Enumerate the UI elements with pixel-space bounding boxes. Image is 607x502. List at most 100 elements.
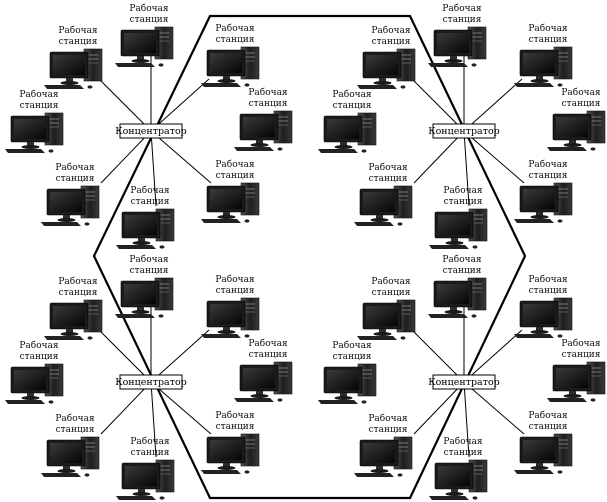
computer-workstation-icon [41, 436, 100, 477]
backbone-ring [92, 14, 527, 500]
hub-box [119, 374, 183, 390]
connection-line [463, 130, 470, 207]
workstation-label-line1: Рабочая [528, 410, 568, 421]
connection-line [150, 381, 212, 435]
workstation-label-line2: станция [216, 422, 255, 432]
computer-workstation-icon [429, 208, 488, 249]
workstation-label-line2: станция [216, 35, 255, 45]
workstation-label-line1: Рабочая [368, 162, 408, 173]
hub: Концентратор [428, 374, 500, 390]
hub-label: Концентратор [115, 126, 187, 137]
workstation-label-line1: Рабочая [130, 185, 170, 196]
hub-label: Концентратор [428, 377, 500, 388]
workstation-label-line2: станция [20, 101, 59, 111]
workstation-label-line1: Рабочая [528, 23, 568, 34]
workstation-label-line1: Рабочая [215, 274, 255, 285]
computer-workstation-icon [357, 48, 416, 89]
workstation-label-line2: станция [562, 99, 601, 109]
computer-workstation-icon [318, 363, 377, 404]
workstation-label-line1: Рабочая [371, 25, 411, 36]
connection-line [463, 78, 523, 132]
computer-workstation-icon [354, 185, 413, 226]
workstations: РабочаястанцияРабочаястанцияРабочаястанц… [5, 3, 606, 500]
computer-workstation-icon [41, 185, 100, 226]
workstation-label-line2: станция [131, 448, 170, 458]
workstation-label-line1: Рабочая [443, 185, 483, 196]
hub-label: Концентратор [115, 377, 187, 388]
hub-box [119, 123, 183, 139]
workstation-label-line2: станция [443, 266, 482, 276]
computer-workstation-icon [201, 433, 260, 474]
connection-line [150, 381, 157, 458]
workstation-label-line1: Рабочая [248, 87, 288, 98]
workstation-label-line2: станция [333, 352, 372, 362]
workstation-label-line2: станция [369, 174, 408, 184]
hub: Концентратор [115, 123, 187, 139]
computer-workstation-icon [354, 436, 413, 477]
workstation-label-line1: Рабочая [130, 436, 170, 447]
workstation-label-line1: Рабочая [129, 254, 169, 265]
workstation-label-line1: Рабочая [215, 159, 255, 170]
workstation-label-line2: станция [20, 352, 59, 362]
workstation-label-line1: Рабочая [19, 89, 59, 100]
workstation-label-line2: станция [59, 288, 98, 298]
connection-line [100, 381, 152, 435]
workstation-label-line2: станция [130, 15, 169, 25]
connection-line [463, 381, 525, 435]
computer-workstation-icon [201, 182, 260, 223]
workstation-label-line2: станция [249, 99, 288, 109]
computer-workstation-icon [547, 110, 606, 151]
workstation-label-line1: Рабочая [129, 3, 169, 14]
computer-workstation-icon [116, 459, 175, 500]
connection-line [150, 130, 157, 207]
workstation-label-line1: Рабочая [55, 162, 95, 173]
workstation-label-line1: Рабочая [19, 340, 59, 351]
backbone-ring-line [92, 14, 527, 500]
computer-workstation-icon [115, 26, 174, 67]
hub-label: Концентратор [428, 126, 500, 137]
workstation-label-line1: Рабочая [58, 25, 98, 36]
hub: Концентратор [115, 374, 187, 390]
workstation-label-line2: станция [444, 197, 483, 207]
computer-workstation-icon [115, 277, 174, 318]
computer-workstation-icon [44, 48, 103, 89]
computer-workstation-icon [514, 46, 573, 87]
computer-workstation-icon [44, 299, 103, 340]
workstation-label-line2: станция [131, 197, 170, 207]
workstation-label-line1: Рабочая [561, 87, 601, 98]
connection-line [150, 78, 210, 132]
workstation-label-line2: станция [372, 288, 411, 298]
computer-workstation-icon [428, 277, 487, 318]
workstation-label-line1: Рабочая [215, 410, 255, 421]
workstation-label-line2: станция [529, 286, 568, 296]
computer-workstation-icon [514, 182, 573, 223]
hub-box [432, 374, 496, 390]
computer-workstation-icon [201, 46, 260, 87]
